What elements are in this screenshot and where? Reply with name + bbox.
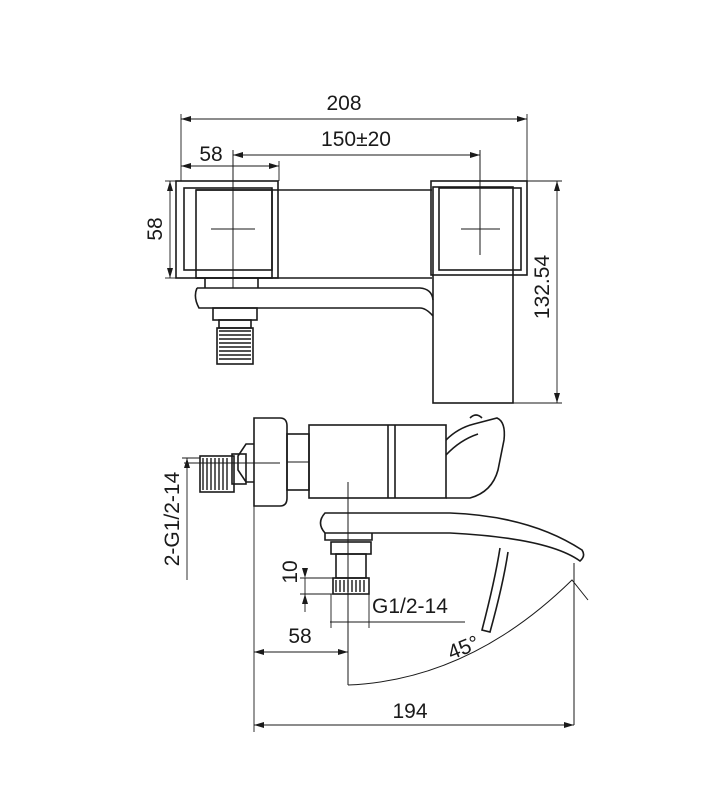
- outlet-thread: [335, 580, 365, 592]
- top-view: [165, 114, 562, 404]
- dim-58-offset-label: 58: [288, 625, 311, 648]
- top-outlet-thread: [219, 330, 251, 360]
- dim-58-height-label: 58: [144, 217, 167, 240]
- dim-194-label: 194: [392, 700, 427, 723]
- dim-132-54-label: 132.54: [531, 255, 554, 320]
- dim-208-label: 208: [326, 92, 361, 115]
- inlet-thread-label: 2-G1/2-14: [161, 471, 184, 566]
- dim-150-label: 150±20: [321, 128, 391, 151]
- dim-58-width-label: 58: [199, 143, 222, 166]
- side-view: [182, 414, 589, 732]
- outlet-thread-label: G1/2-14: [372, 595, 448, 618]
- dim-10-label: 10: [279, 560, 302, 583]
- spout-angle-label: 45°: [445, 631, 483, 664]
